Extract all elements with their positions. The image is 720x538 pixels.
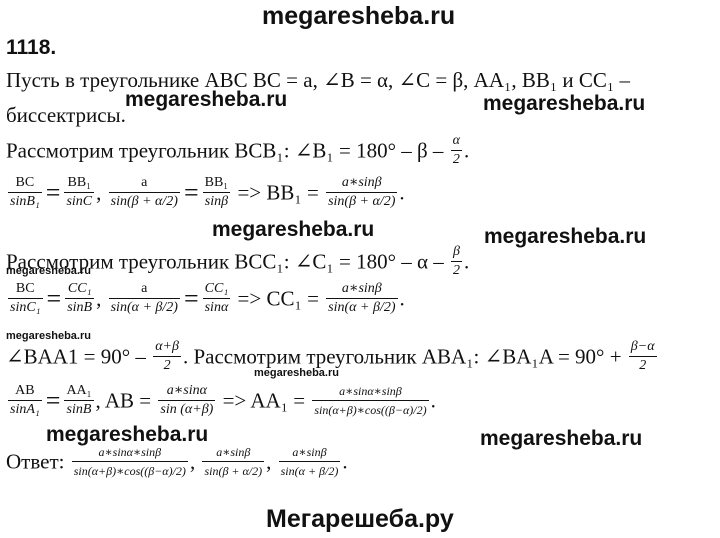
- text-segment: => AA₁ =: [222, 388, 306, 413]
- watermark-bottom: Мегарешеба.ру: [266, 505, 454, 533]
- watermark: megaresheba.ru: [46, 423, 209, 446]
- text-line: Рассмотрим треугольник BCB₁: ∠B₁ = 180° …: [6, 133, 470, 167]
- watermark: megaresheba.ru: [6, 330, 91, 342]
- watermark: megaresheba.ru: [484, 225, 647, 248]
- watermark: megaresheba.ru: [483, 92, 646, 115]
- watermark: megaresheba.ru: [254, 367, 339, 379]
- text-segment: => BB₁ =: [237, 180, 319, 205]
- watermark: megaresheba.ru: [6, 265, 91, 277]
- text-segment: ∠BAA1 = 90° –: [6, 344, 146, 369]
- text-segment: , AB =: [95, 388, 152, 413]
- text-segment: Рассмотрим треугольник BCB₁: ∠B₁ = 180° …: [6, 138, 444, 163]
- watermark: megaresheba.ru: [480, 427, 643, 450]
- watermark-top: megaresheba.ru: [262, 2, 456, 30]
- text-line: биссектрисы.: [6, 103, 126, 127]
- watermark: megaresheba.ru: [212, 218, 375, 241]
- text-line: Рассмотрим треугольник BCC₁: ∠C₁ = 180° …: [6, 244, 470, 278]
- text-line: Пусть в треугольнике ABC BC = a, ∠B = α,…: [6, 68, 630, 92]
- text-segment: . Рассмотрим треугольник ABA₁: ∠BA₁A = 9…: [182, 344, 622, 369]
- text-segment: Рассмотрим треугольник BCC₁: ∠C₁ = 180° …: [6, 249, 444, 274]
- text-segment: => CC₁ =: [237, 286, 319, 311]
- watermark: megaresheba.ru: [125, 88, 288, 111]
- problem-number: 1118.: [6, 36, 57, 59]
- answer-label: Ответ:: [6, 449, 65, 474]
